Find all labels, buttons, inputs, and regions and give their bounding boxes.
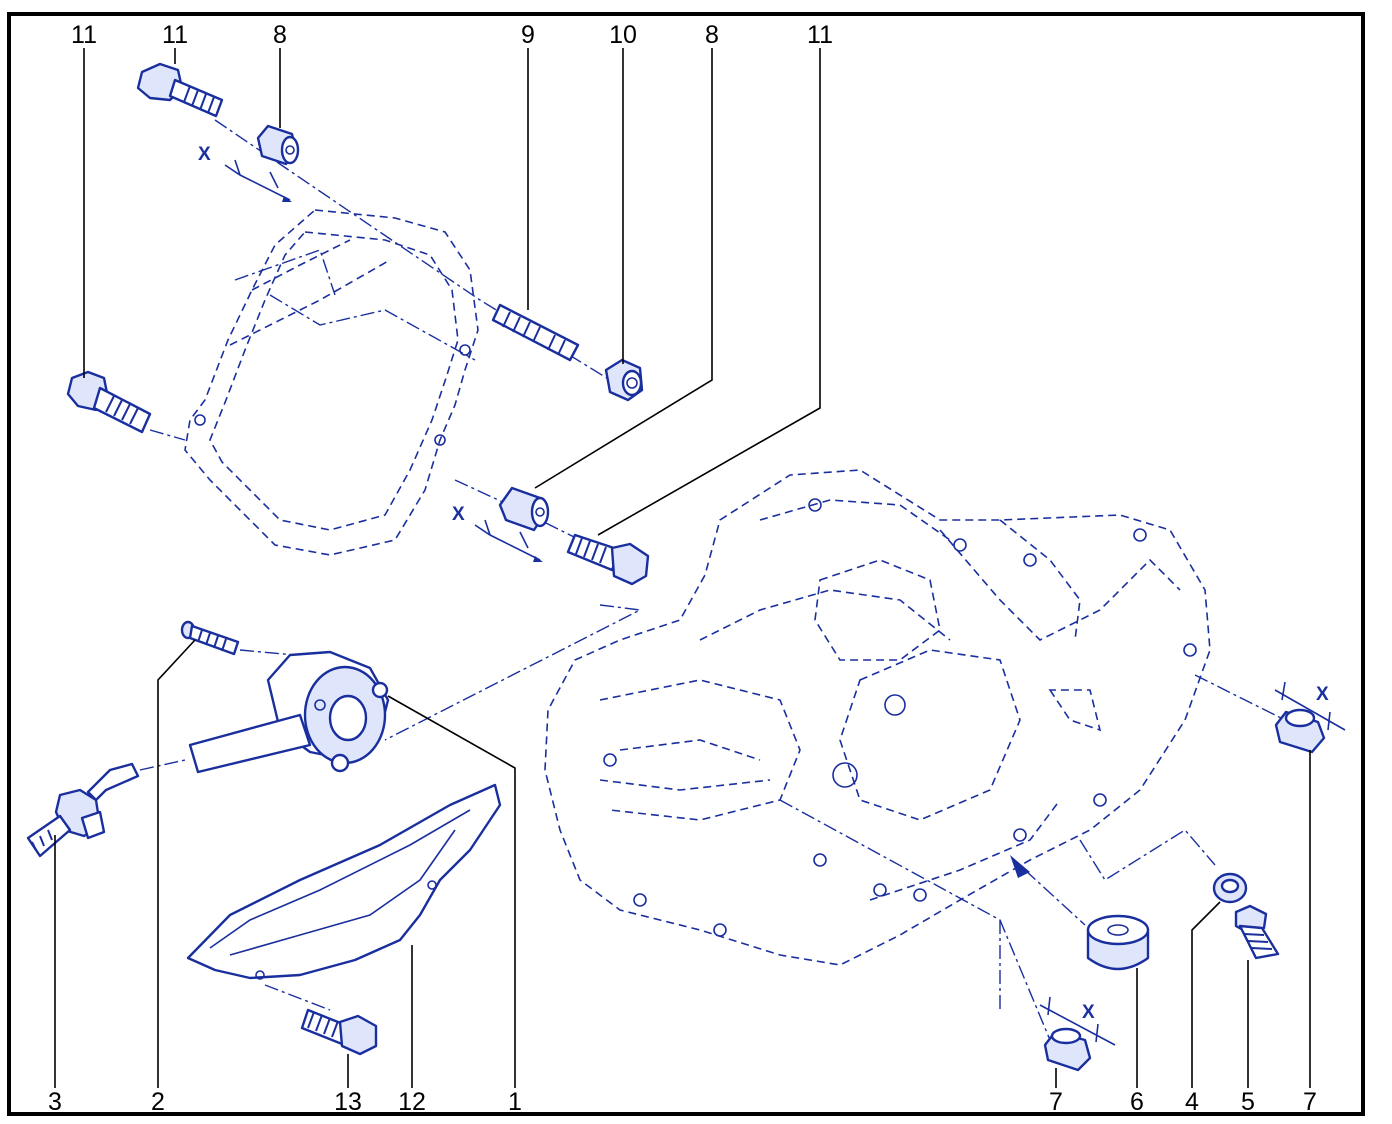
hydraulic-union-3 <box>26 762 140 858</box>
x-dim-label-middle: X <box>452 504 465 525</box>
bolt-11-top <box>136 62 224 118</box>
callout-3: 3 <box>48 1088 62 1116</box>
callout-5: 5 <box>1241 1088 1255 1116</box>
callout-8-a: 8 <box>273 21 287 49</box>
callout-11-c: 11 <box>807 21 833 49</box>
callout-11-b: 11 <box>162 21 188 49</box>
dowel-bush-8-top <box>256 124 300 166</box>
nut-10 <box>604 358 644 402</box>
callout-labels-bottom: 3 2 13 12 1 7 6 4 5 7 <box>48 1088 1317 1116</box>
sealing-washer-4 <box>1212 872 1248 904</box>
dowel-bush-7-right <box>1274 708 1326 754</box>
callout-labels-top: 11 11 8 9 10 8 11 <box>71 21 833 49</box>
gearbox-casing-phantom <box>544 469 1211 966</box>
x-dim-label-right: X <box>1316 684 1329 705</box>
callout-1: 1 <box>508 1088 522 1116</box>
x-dim-label-top: X <box>198 144 211 165</box>
clutch-housing-phantom <box>184 209 479 556</box>
assembly-axis-lines <box>139 119 1286 1041</box>
callout-9: 9 <box>521 21 535 49</box>
leader-lines <box>54 48 1311 1088</box>
callout-8-b: 8 <box>705 21 719 49</box>
callout-4: 4 <box>1185 1088 1199 1116</box>
callout-2: 2 <box>151 1088 165 1116</box>
callout-12: 12 <box>398 1088 426 1116</box>
callout-13: 13 <box>334 1088 362 1116</box>
screw-2 <box>180 620 240 656</box>
spacer-6 <box>1086 914 1150 971</box>
callout-10: 10 <box>609 21 637 49</box>
dowel-bush-8-middle <box>498 486 550 532</box>
callout-6: 6 <box>1130 1088 1144 1116</box>
bolt-11-left <box>66 370 152 434</box>
bolt-11-middle <box>566 533 650 586</box>
callout-11-a: 11 <box>71 21 97 49</box>
callout-7-b: 7 <box>1303 1088 1317 1116</box>
drain-plug-5 <box>1234 904 1280 960</box>
stud-9 <box>491 303 580 362</box>
dowel-bush-7-bottom <box>1043 1027 1092 1072</box>
bolt-13 <box>300 1008 378 1056</box>
dimension-x-marks: X X X X <box>198 144 1346 1046</box>
cover-plate-12 <box>186 783 502 980</box>
x-dim-label-bottom: X <box>1082 1002 1095 1023</box>
clutch-slave-cylinder-1 <box>188 650 390 774</box>
callout-7-a: 7 <box>1049 1088 1063 1116</box>
